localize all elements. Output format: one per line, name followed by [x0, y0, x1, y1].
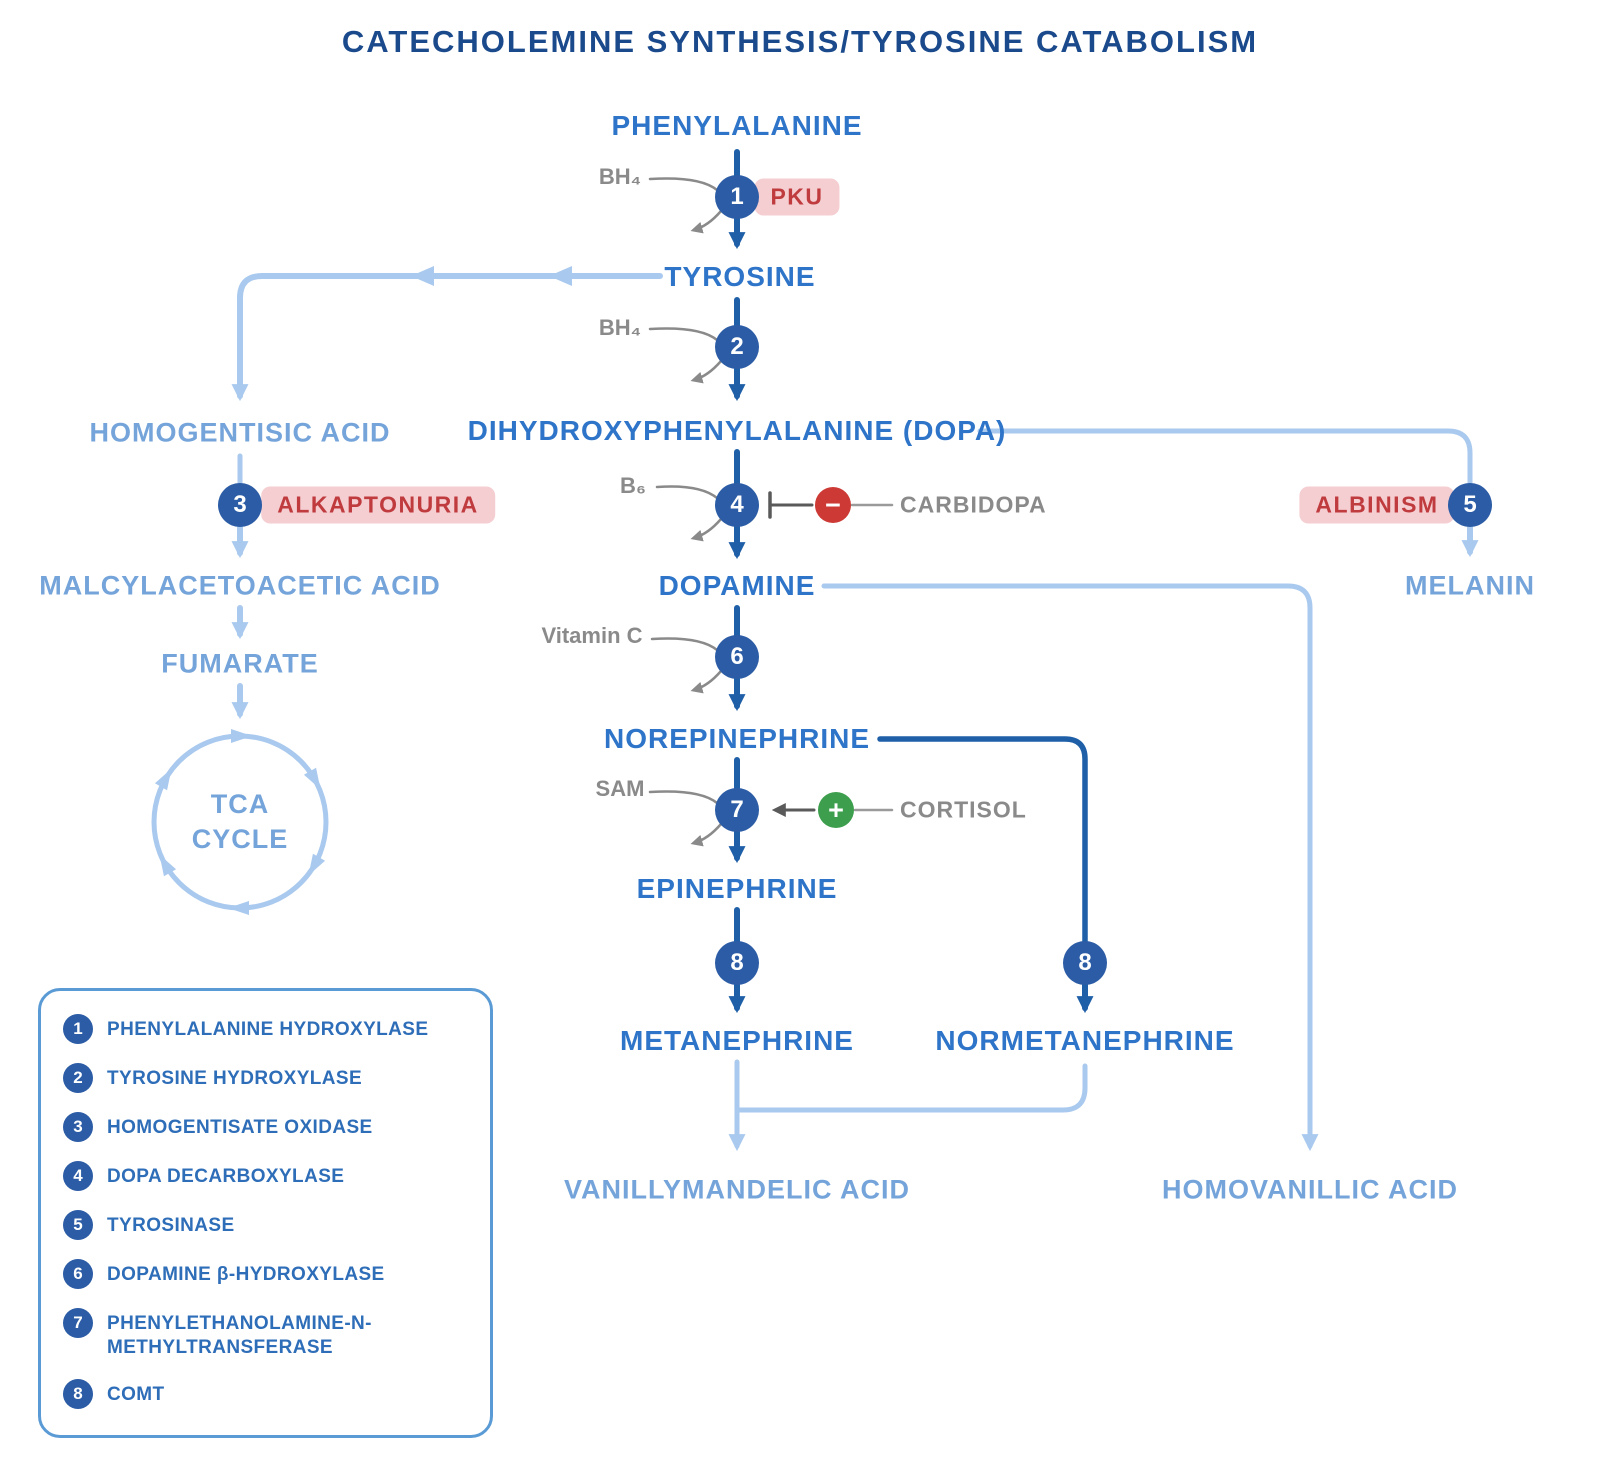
legend-number-badge: 3 — [63, 1112, 93, 1142]
enzyme-circle-4: 4 — [715, 483, 759, 527]
legend-item: 7 PHENYLETHANOLAMINE-N- METHYLTRANSFERAS… — [63, 1308, 468, 1360]
legend-number-badge: 2 — [63, 1063, 93, 1093]
legend-number-badge: 4 — [63, 1161, 93, 1191]
node-dopamine: DOPAMINE — [658, 570, 816, 601]
cofactor-bh4-step2: BH₄ — [598, 315, 642, 340]
legend-item: 1 PHENYLALANINE HYDROXYLASE — [63, 1014, 468, 1044]
legend-item: 3 HOMOGENTISATE OXIDASE — [63, 1112, 468, 1142]
cofactor-arrows — [648, 177, 723, 847]
legend-number-badge: 7 — [63, 1308, 93, 1338]
tca-cycle-label: TCA CYCLE — [191, 788, 289, 854]
stimulator-plus-icon: + — [818, 792, 854, 828]
legend-item: 4 DOPA DECARBOXYLASE — [63, 1161, 468, 1191]
cofactor-vitamin-c-step6: Vitamin C — [541, 623, 643, 648]
pku-badge: PKU — [754, 178, 840, 216]
legend-item-label: COMT — [107, 1383, 165, 1405]
node-tyrosine: TYROSINE — [664, 261, 816, 292]
enzyme-circle-8b: 8 — [1063, 941, 1107, 985]
legend-number-badge: 1 — [63, 1014, 93, 1044]
tca-cycle-circle — [151, 729, 329, 915]
node-homogentisic-acid: HOMOGENTISIC ACID — [89, 417, 391, 448]
node-norepinephrine: NOREPINEPHRINE — [603, 723, 871, 754]
legend-item-label: TYROSINE HYDROXYLASE — [107, 1068, 363, 1089]
cortisol-label: CORTISOL — [900, 796, 1027, 823]
cofactor-b6-step4: B₆ — [620, 473, 646, 498]
legend-item-label: TYROSINASE — [107, 1215, 235, 1236]
cofactor-bh4-step1: BH₄ — [598, 164, 642, 189]
enzyme-circle-7: 7 — [715, 788, 759, 832]
carbidopa-label: CARBIDOPA — [900, 491, 1047, 518]
node-vanillymandelic-acid: VANILLYMANDELIC ACID — [563, 1174, 911, 1205]
node-melanin: MELANIN — [1405, 570, 1535, 601]
node-homovanillic-acid: HOMOVANILLIC ACID — [1162, 1174, 1458, 1205]
alkaptonuria-badge: ALKAPTONURIA — [261, 486, 495, 524]
side-pathway-arrows — [231, 266, 1479, 1152]
legend-number-badge: 6 — [63, 1259, 93, 1289]
node-fumarate: FUMARATE — [161, 648, 319, 679]
enzyme-circle-6: 6 — [715, 635, 759, 679]
legend-item-label: DOPAMINE β-HYDROXYLASE — [107, 1264, 385, 1285]
node-malcylacetoacetic-acid: MALCYLACETOACETIC ACID — [39, 570, 441, 601]
enzyme-circle-5: 5 — [1448, 483, 1492, 527]
enzyme-circle-2: 2 — [715, 325, 759, 369]
enzyme-circle-8a: 8 — [715, 941, 759, 985]
legend-item-label: DOPA DECARBOXYLASE — [107, 1166, 345, 1187]
node-normetanephrine: NORMETANEPHRINE — [935, 1025, 1235, 1056]
enzyme-circle-3: 3 — [218, 483, 262, 527]
legend-item: 8 COMT — [63, 1378, 468, 1409]
node-metanephrine: METANEPHRINE — [620, 1025, 854, 1056]
node-epinephrine: EPINEPHRINE — [636, 873, 838, 904]
legend-number-badge: 8 — [63, 1378, 93, 1409]
inhibitor-minus-icon: − — [815, 487, 851, 523]
legend-item: 2 TYROSINE HYDROXYLASE — [63, 1063, 468, 1093]
enzyme-legend: 1 PHENYLALANINE HYDROXYLASE 2 TYROSINE H… — [38, 988, 493, 1438]
main-pathway-arrows — [728, 149, 1094, 1014]
enzyme-circle-1: 1 — [715, 175, 759, 219]
legend-item: 5 TYROSINASE — [63, 1210, 468, 1240]
legend-item-label: PHENYLETHANOLAMINE-N- METHYLTRANSFERASE — [107, 1313, 372, 1358]
legend-number-badge: 5 — [63, 1210, 93, 1240]
albinism-badge: ALBINISM — [1299, 486, 1455, 524]
modulator-connectors — [768, 491, 894, 817]
diagram-title: CATECHOLEMINE SYNTHESIS/TYROSINE CATABOL… — [341, 24, 1259, 59]
cofactor-sam-step7: SAM — [595, 776, 645, 801]
legend-item-label: PHENYLALANINE HYDROXYLASE — [107, 1019, 429, 1040]
node-dopa: DIHYDROXYPHENYLALANINE (DOPA) — [467, 415, 1007, 446]
node-phenylalanine: PHENYLALANINE — [611, 110, 863, 141]
legend-item: 6 DOPAMINE β-HYDROXYLASE — [63, 1259, 468, 1289]
legend-item-label: HOMOGENTISATE OXIDASE — [107, 1117, 373, 1138]
